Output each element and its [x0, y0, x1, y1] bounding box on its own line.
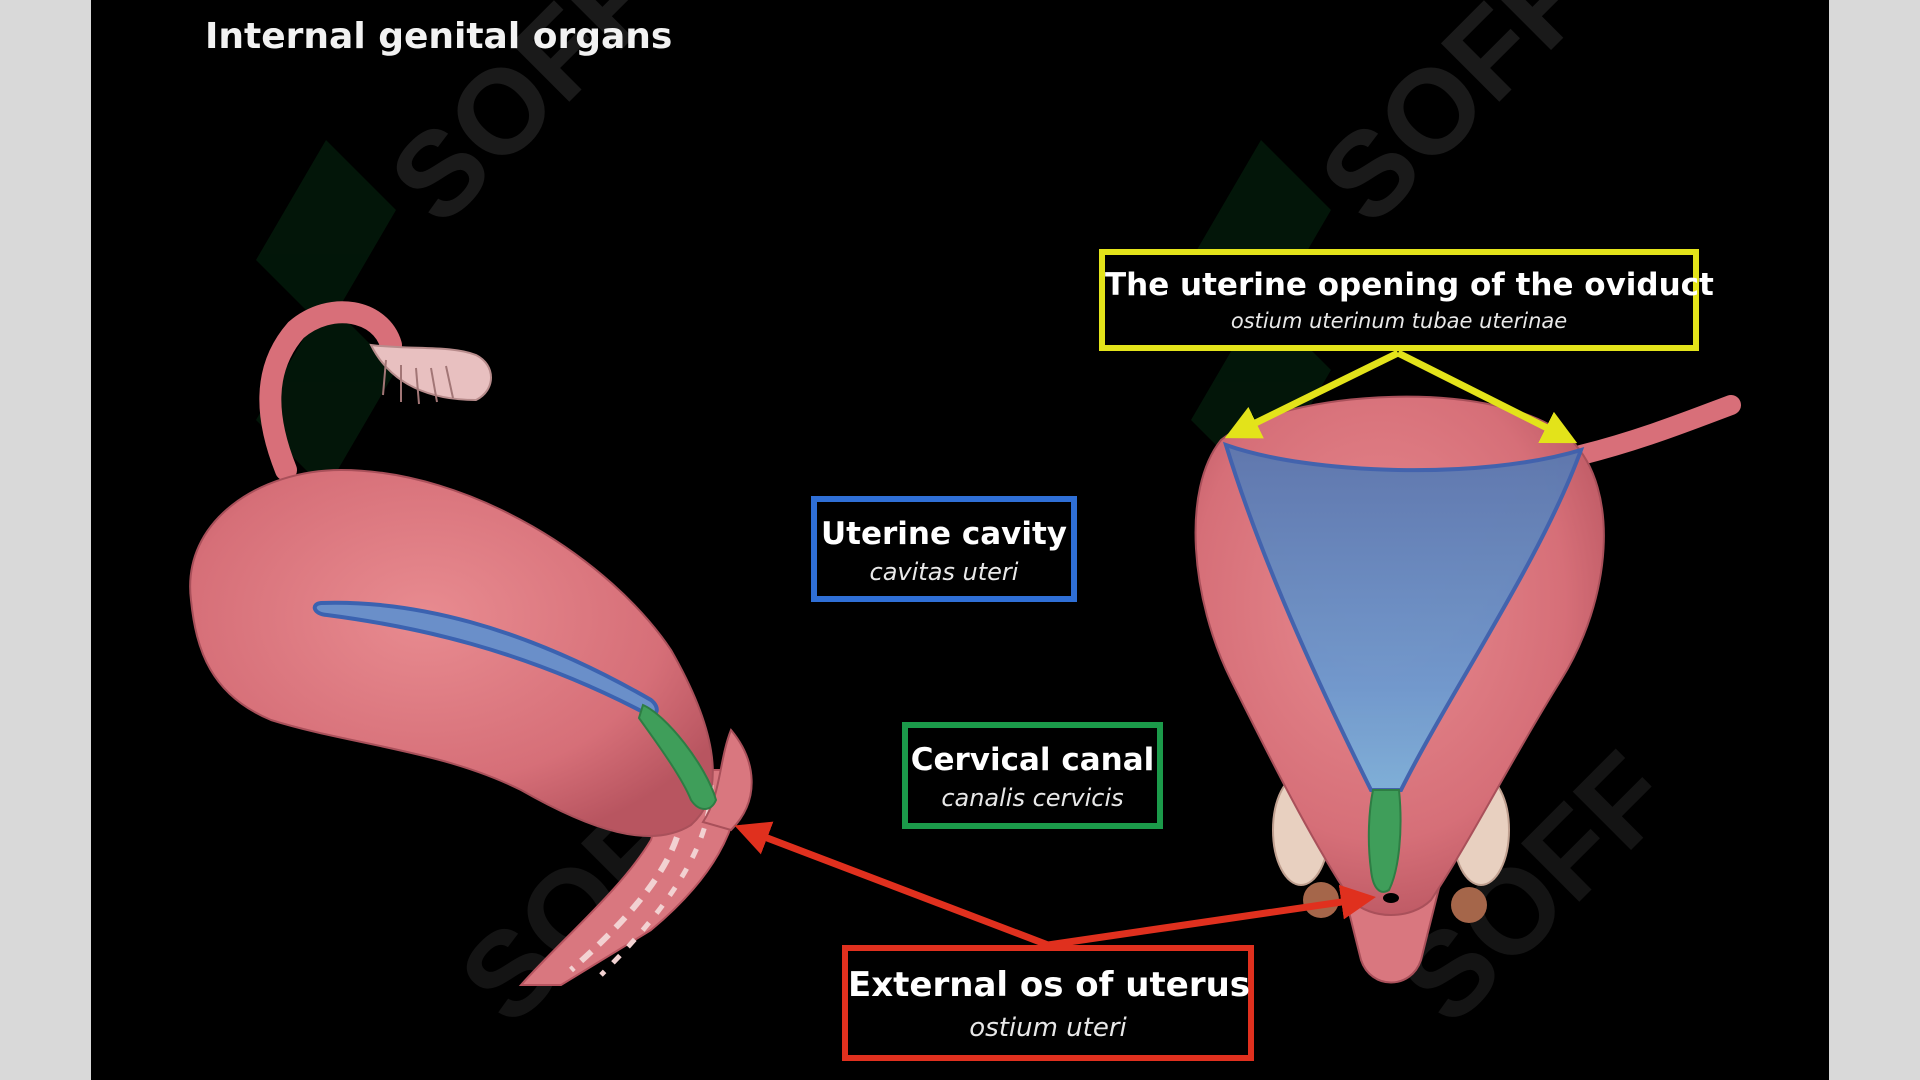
watermark-text: SOFF [1295, 0, 1616, 248]
slide-canvas: SOFF SOFF SOFF SOFF [91, 0, 1829, 1080]
label-latin-text: ostium uteri [969, 1013, 1127, 1043]
slide-title: Internal genital organs [205, 16, 673, 57]
oviduct-pointer-arrows [1224, 349, 1578, 444]
uterus-frontal-view [1194, 395, 1741, 984]
label-latin-text: canalis cervicis [941, 784, 1124, 812]
watermark-logo-left [256, 140, 396, 490]
external-os-pointer-arrows [734, 821, 1376, 949]
uterus-sagittal-view [189, 301, 753, 986]
label-main-text: Uterine cavity [821, 516, 1067, 552]
label-uterine-opening-of-oviduct: The uterine opening of the oviduct ostiu… [1099, 249, 1714, 351]
label-main-text: Cervical canal [910, 742, 1155, 778]
label-main-text: External os of uterus [848, 965, 1251, 1005]
label-latin-text: ostium uterinum tubae uterinae [1230, 309, 1568, 333]
label-external-os-of-uterus: External os of uterus ostium uteri [842, 945, 1254, 1061]
label-cervical-canal: Cervical canal canalis cervicis [902, 722, 1163, 829]
label-main-text: The uterine opening of the oviduct [1105, 267, 1714, 303]
label-uterine-cavity: Uterine cavity cavitas uteri [811, 496, 1077, 602]
label-latin-text: cavitas uteri [869, 558, 1019, 586]
anatomy-illustration: SOFF SOFF SOFF SOFF [189, 0, 1741, 1048]
